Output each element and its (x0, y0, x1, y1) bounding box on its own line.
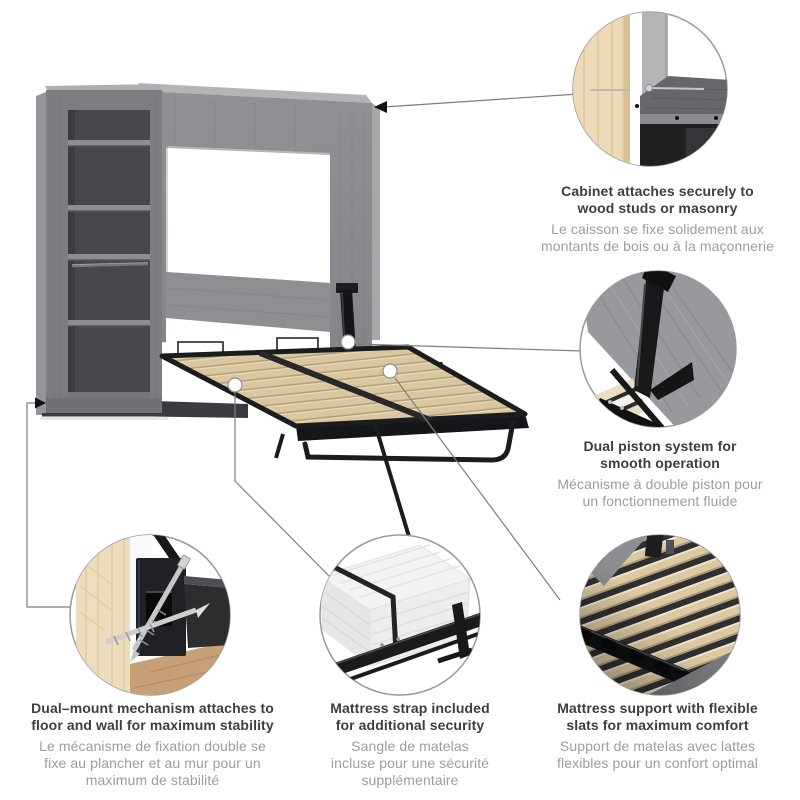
callout-fr-line: incluse pour une sécurité (330, 755, 490, 771)
callout-fr-line: Le caisson se fixe solidement aux (551, 221, 764, 237)
callout-fr-line: Sangle de matelas (351, 738, 469, 754)
bed-leg-left (274, 433, 285, 459)
bookcase (36, 84, 168, 420)
floor-bracket (184, 584, 230, 648)
slats-connector-dot (382, 363, 398, 379)
callout-en-text: Mattress support with flexible slats for… (525, 700, 790, 734)
callout-circle-mattress-support (579, 534, 741, 696)
callout-circle-cabinet-attachment (572, 11, 728, 167)
callout-en-text: Dual–mount mechanism attaches to floor a… (5, 700, 300, 734)
callout-fr-text: Le caisson se fixe solidement aux montan… (520, 221, 795, 255)
callout-fr-text: Sangle de matelas incluse pour une sécur… (285, 738, 535, 789)
callout-fr-line: un fonctionnement fluide (582, 493, 738, 509)
callout-en-line: floor and wall for maximum stability (31, 717, 274, 733)
callout-en-line: Cabinet attaches securely to (561, 183, 754, 199)
bed-underside-panel (580, 271, 736, 427)
callout-fr-text: Le mécanisme de fixation double se fixe … (5, 738, 300, 789)
connector-mattress-support (394, 377, 561, 601)
callout-fr-line: supplémentaire (361, 772, 459, 788)
bookcase-shelves (68, 140, 150, 398)
dual-mount-arrow-icon (35, 397, 46, 409)
piston-closeup (594, 271, 694, 427)
callout-en-line: Dual–mount mechanism attaches to (31, 700, 274, 716)
connector-dual-piston (355, 343, 584, 352)
center-rail (258, 350, 432, 423)
callout-dual-mount-text: Dual–mount mechanism attaches to floor a… (5, 700, 300, 789)
murphy-bed-product-illustration (36, 83, 529, 541)
frame-connector-dot (227, 377, 243, 393)
lag-screws (105, 554, 210, 662)
callout-en-line: slats for maximum comfort (566, 717, 749, 733)
bed-frame-closeup (331, 602, 480, 684)
callout-fr-line: maximum de stabilité (85, 772, 220, 788)
headboard-panel (166, 272, 330, 332)
callout-circle-mattress-strap (319, 534, 481, 696)
callout-fr-text: Mécanisme à double piston pour un foncti… (535, 476, 785, 510)
foot-bar (302, 419, 516, 463)
mattress-retainer-wires (177, 337, 319, 357)
callout-en-text: Dual piston system for smooth operation (535, 438, 785, 472)
callout-circle-dual-piston (579, 270, 737, 428)
callout-en-line: smooth operation (600, 455, 720, 471)
connector-mattress-strap (234, 392, 333, 580)
callout-en-line: Dual piston system for (583, 438, 737, 454)
callout-cabinet-attachment-text: Cabinet attaches securely to wood studs … (520, 183, 795, 255)
callout-circle-dual-mount (69, 534, 231, 696)
hanging-rod (71, 262, 149, 268)
callout-en-line: wood studs or masonry (577, 200, 738, 216)
bed-leg (373, 423, 412, 541)
connector-dual-mount (26, 402, 71, 608)
callout-fr-line: montants de bois ou à la maçonnerie (540, 238, 775, 254)
callout-fr-line: Support de matelas avec lattes (559, 738, 756, 754)
connector-lines (26, 93, 584, 608)
wall-cabinet (138, 83, 380, 356)
cabinet-opening (166, 146, 330, 283)
callout-dual-piston-text: Dual piston system for smooth operation … (535, 438, 785, 510)
callout-fr-line: Le mécanisme de fixation double se (39, 738, 266, 754)
mattress-strap-band (332, 564, 399, 653)
callout-en-line: Mattress support with flexible (557, 700, 758, 716)
callout-en-line: for additional security (335, 717, 485, 733)
cabinet-top-panel (640, 76, 727, 114)
callout-mattress-strap-text: Mattress strap included for additional s… (285, 700, 535, 789)
callout-fr-line: flexibles pour un confort optimal (557, 755, 758, 771)
callout-en-text: Cabinet attaches securely to wood studs … (520, 183, 795, 217)
connector-cabinet-attachment (383, 93, 579, 108)
callout-mattress-support-text: Mattress support with flexible slats for… (525, 700, 790, 772)
callout-en-line: Mattress strap included (330, 700, 490, 716)
callout-fr-line: Mécanisme à double piston pour (557, 476, 763, 492)
callout-fr-text: Support de matelas avec lattes flexibles… (525, 738, 790, 772)
connector-dots (227, 334, 398, 393)
piston-connector-dot (340, 334, 356, 350)
callout-en-text: Mattress strap included for additional s… (285, 700, 535, 734)
bed-platform (159, 344, 529, 541)
cabinet-attachment-arrow-icon (374, 101, 387, 113)
callout-fr-line: fixe au plancher et au mur pour un (44, 755, 261, 771)
